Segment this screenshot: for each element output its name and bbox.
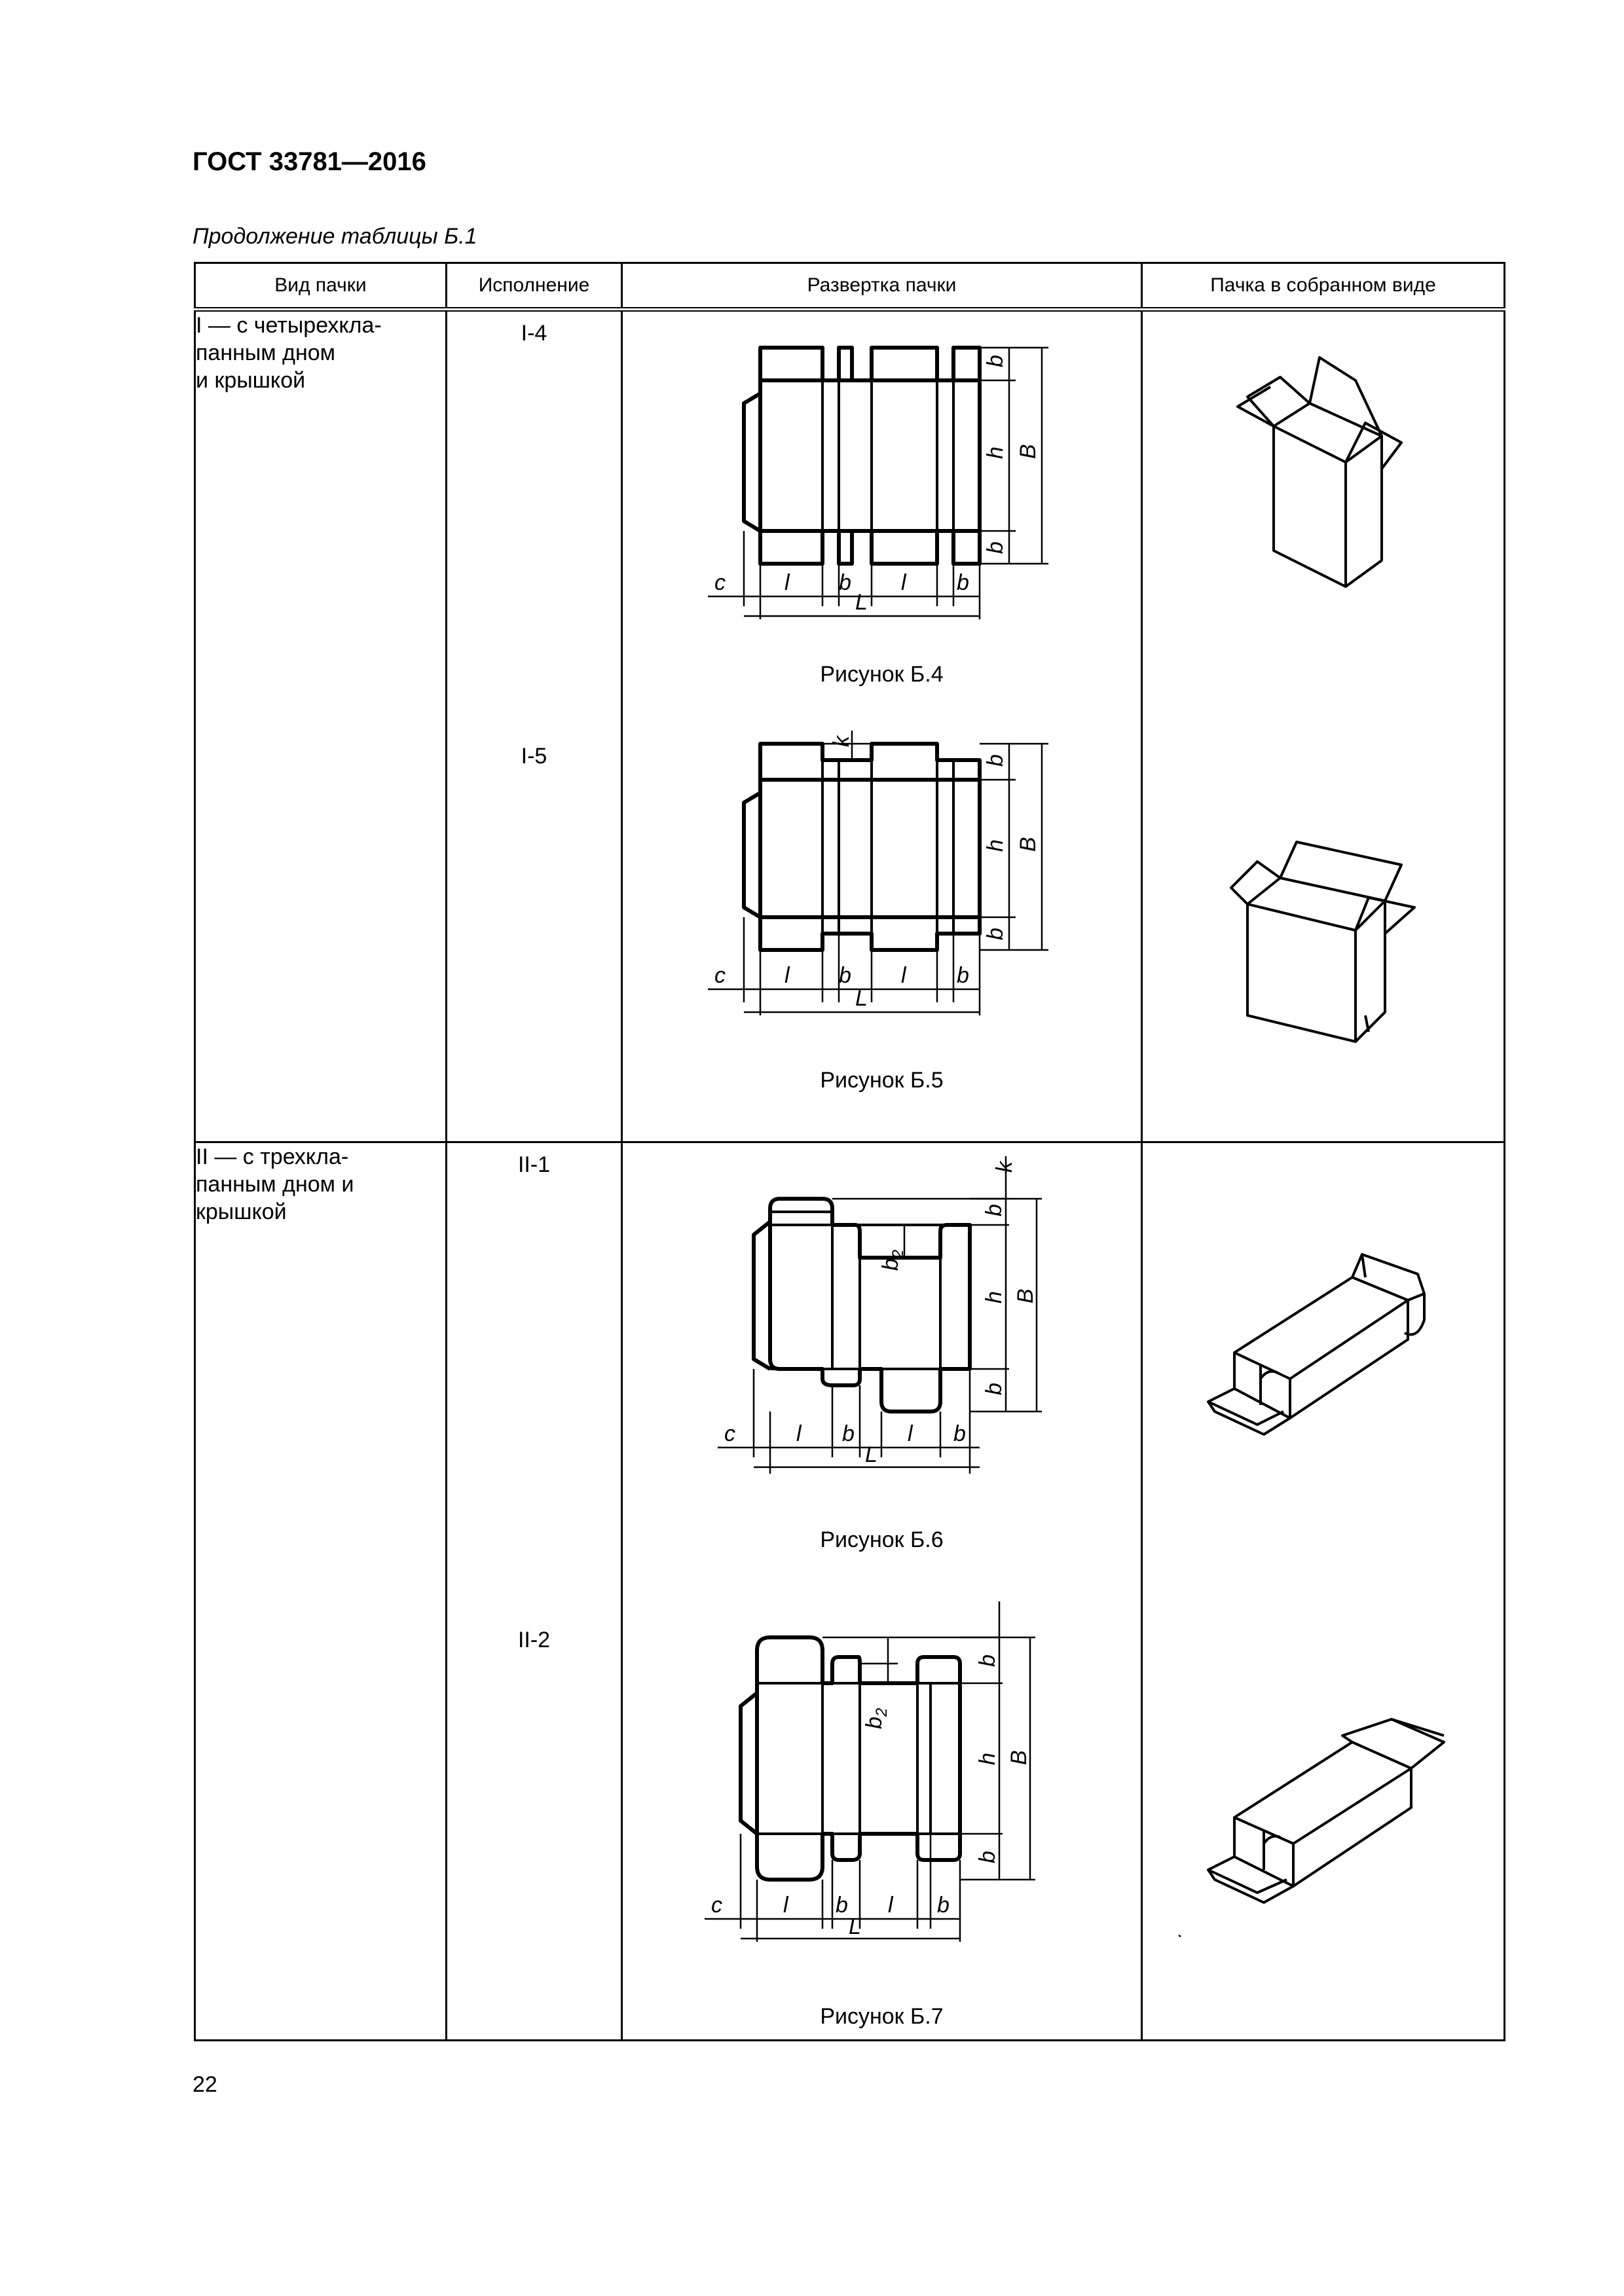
flat-layout-cell: c l b l b L b h b B Рисунок Б.4 xyxy=(621,308,1143,1143)
dim-label-L: L xyxy=(855,986,868,1011)
dim-label-B: B xyxy=(1013,1288,1038,1303)
variant-label: II-1 xyxy=(517,1152,551,1177)
dim-label-L: L xyxy=(865,1442,877,1467)
dim-label-b: b xyxy=(839,570,851,595)
dim-label-l: l xyxy=(901,570,907,595)
dim-label-b: b xyxy=(982,1383,1006,1395)
dimension-labels-b4: c l b l b L b h b B xyxy=(714,355,1041,615)
dim-label-l: l xyxy=(888,1893,894,1918)
dim-label-c: c xyxy=(724,1421,735,1446)
dim-label-b2: b2 xyxy=(862,1708,891,1729)
pack-kind-line: и крышкой xyxy=(196,368,306,393)
pack-kind-line: панным дном и xyxy=(196,1172,354,1197)
dim-label-l: l xyxy=(901,963,907,988)
assembled-box-b4 xyxy=(1236,356,1403,588)
flat-layout-cell: k b2 c l b l b L b h b B Рисунок Б.6 xyxy=(621,1141,1143,2041)
variant-label: I-4 xyxy=(521,321,547,346)
dim-label-k: k xyxy=(992,1160,1017,1173)
column-header-kind: Вид пачки xyxy=(194,262,447,312)
dim-label-b: b xyxy=(975,1654,1000,1667)
table-header-row: Вид пачки Исполнение Развертка пачки Пач… xyxy=(194,262,1505,312)
dim-label-c: c xyxy=(714,963,726,988)
packaging-table: Вид пачки Исполнение Развертка пачки Пач… xyxy=(194,262,1505,2041)
pack-kind-line: II — с трехкла- xyxy=(196,1144,349,1169)
assembled-box-b5 xyxy=(1230,841,1416,1043)
dim-label-B: B xyxy=(1016,444,1041,459)
dim-label-c: c xyxy=(711,1893,722,1918)
figure-caption: Рисунок Б.6 xyxy=(820,1527,944,1552)
dim-label-b: b xyxy=(937,1893,950,1918)
column-header-flat-layout: Развертка пачки xyxy=(621,262,1143,312)
variant-label: I-5 xyxy=(521,744,547,769)
pack-kind-cell: I — с четырехкла- панным дном и крышкой xyxy=(194,308,447,1143)
flat-layout-figure-b4: c l b l b L b h b B xyxy=(708,346,1048,619)
dim-label-b2: b2 xyxy=(878,1250,907,1271)
dim-label-b: b xyxy=(842,1421,855,1446)
dim-label-b: b xyxy=(957,963,969,988)
dim-label-b: b xyxy=(836,1893,848,1918)
dim-label-b: b xyxy=(983,754,1008,767)
assembled-box-figure-b4 xyxy=(1230,356,1416,1043)
dim-label-c: c xyxy=(714,570,726,595)
variant-cell: II-1 II-2 xyxy=(445,1141,623,2041)
assembled-cell xyxy=(1141,1141,1505,2041)
dim-label-b: b xyxy=(983,541,1008,554)
table-row-section-1: I — с четырехкла- панным дном и крышкой … xyxy=(194,308,1505,1143)
figure-caption: Рисунок Б.7 xyxy=(820,2004,944,2029)
figure-caption: Рисунок Б.4 xyxy=(820,662,944,687)
figure-caption: Рисунок Б.5 xyxy=(820,1068,944,1093)
pack-kind-line: крышкой xyxy=(196,1199,287,1224)
dim-label-k: k xyxy=(829,735,854,747)
dim-label-l: l xyxy=(796,1421,802,1446)
dim-label-h: h xyxy=(983,839,1008,852)
assembled-box-figure-b6 xyxy=(1178,1253,1445,1938)
dim-label-B: B xyxy=(1016,837,1041,852)
dim-label-h: h xyxy=(975,1753,1000,1765)
dim-label-L: L xyxy=(849,1914,861,1939)
dim-label-b: b xyxy=(839,963,851,988)
flat-layout-figure-b5: k c l b l b L b h b B xyxy=(708,731,1048,1015)
table-caption: Продолжение таблицы Б.1 xyxy=(193,224,477,249)
flat-layout-figure-b7: k b2 c l b l b L b h b B xyxy=(705,1601,1035,1942)
dim-label-L: L xyxy=(855,590,868,615)
dimension-labels-b7: k b2 c l b l b L b h b B xyxy=(711,1654,1031,1939)
dimension-labels-b6: k b2 c l b l b L b h b B xyxy=(724,1160,1038,1467)
dim-label-l: l xyxy=(908,1421,913,1446)
dim-label-l: l xyxy=(783,1893,789,1918)
assembled-cell xyxy=(1141,308,1505,1143)
dim-label-B: B xyxy=(1006,1750,1031,1765)
assembled-box-b7 xyxy=(1178,1718,1445,1938)
pack-kind-line: панным дном xyxy=(196,340,336,365)
document-code: ГОСТ 33781—2016 xyxy=(193,147,426,176)
variant-cell: I-4 I-5 xyxy=(445,308,623,1143)
dimension-labels-b5: k c l b l b L b h b B xyxy=(714,735,1041,1011)
assembled-box-b6 xyxy=(1207,1253,1426,1436)
dim-label-b: b xyxy=(975,1851,1000,1863)
table-row-section-2: II — с трехкла- панным дном и крышкой II… xyxy=(194,1141,1505,2041)
dim-label-b: b xyxy=(953,1421,966,1446)
dim-label-b: b xyxy=(957,570,969,595)
dim-label-l: l xyxy=(784,963,790,988)
column-header-variant: Исполнение xyxy=(445,262,623,312)
variant-label: II-2 xyxy=(517,1628,551,1652)
pack-kind-line: I — с четырехкла- xyxy=(196,313,382,338)
dim-label-b: b xyxy=(983,928,1008,940)
dim-label-b: b xyxy=(982,1204,1006,1216)
dim-label-b: b xyxy=(983,355,1008,367)
column-header-assembled: Пачка в собранном виде xyxy=(1141,262,1505,312)
page-number: 22 xyxy=(193,2072,217,2097)
pack-kind-cell: II — с трехкла- панным дном и крышкой xyxy=(194,1141,447,2041)
dim-label-l: l xyxy=(784,570,790,595)
dim-label-h: h xyxy=(983,446,1008,459)
flat-layout-figure-b6: k b2 c l b l b L b h b B xyxy=(718,1156,1042,1474)
dim-label-h: h xyxy=(982,1291,1006,1303)
